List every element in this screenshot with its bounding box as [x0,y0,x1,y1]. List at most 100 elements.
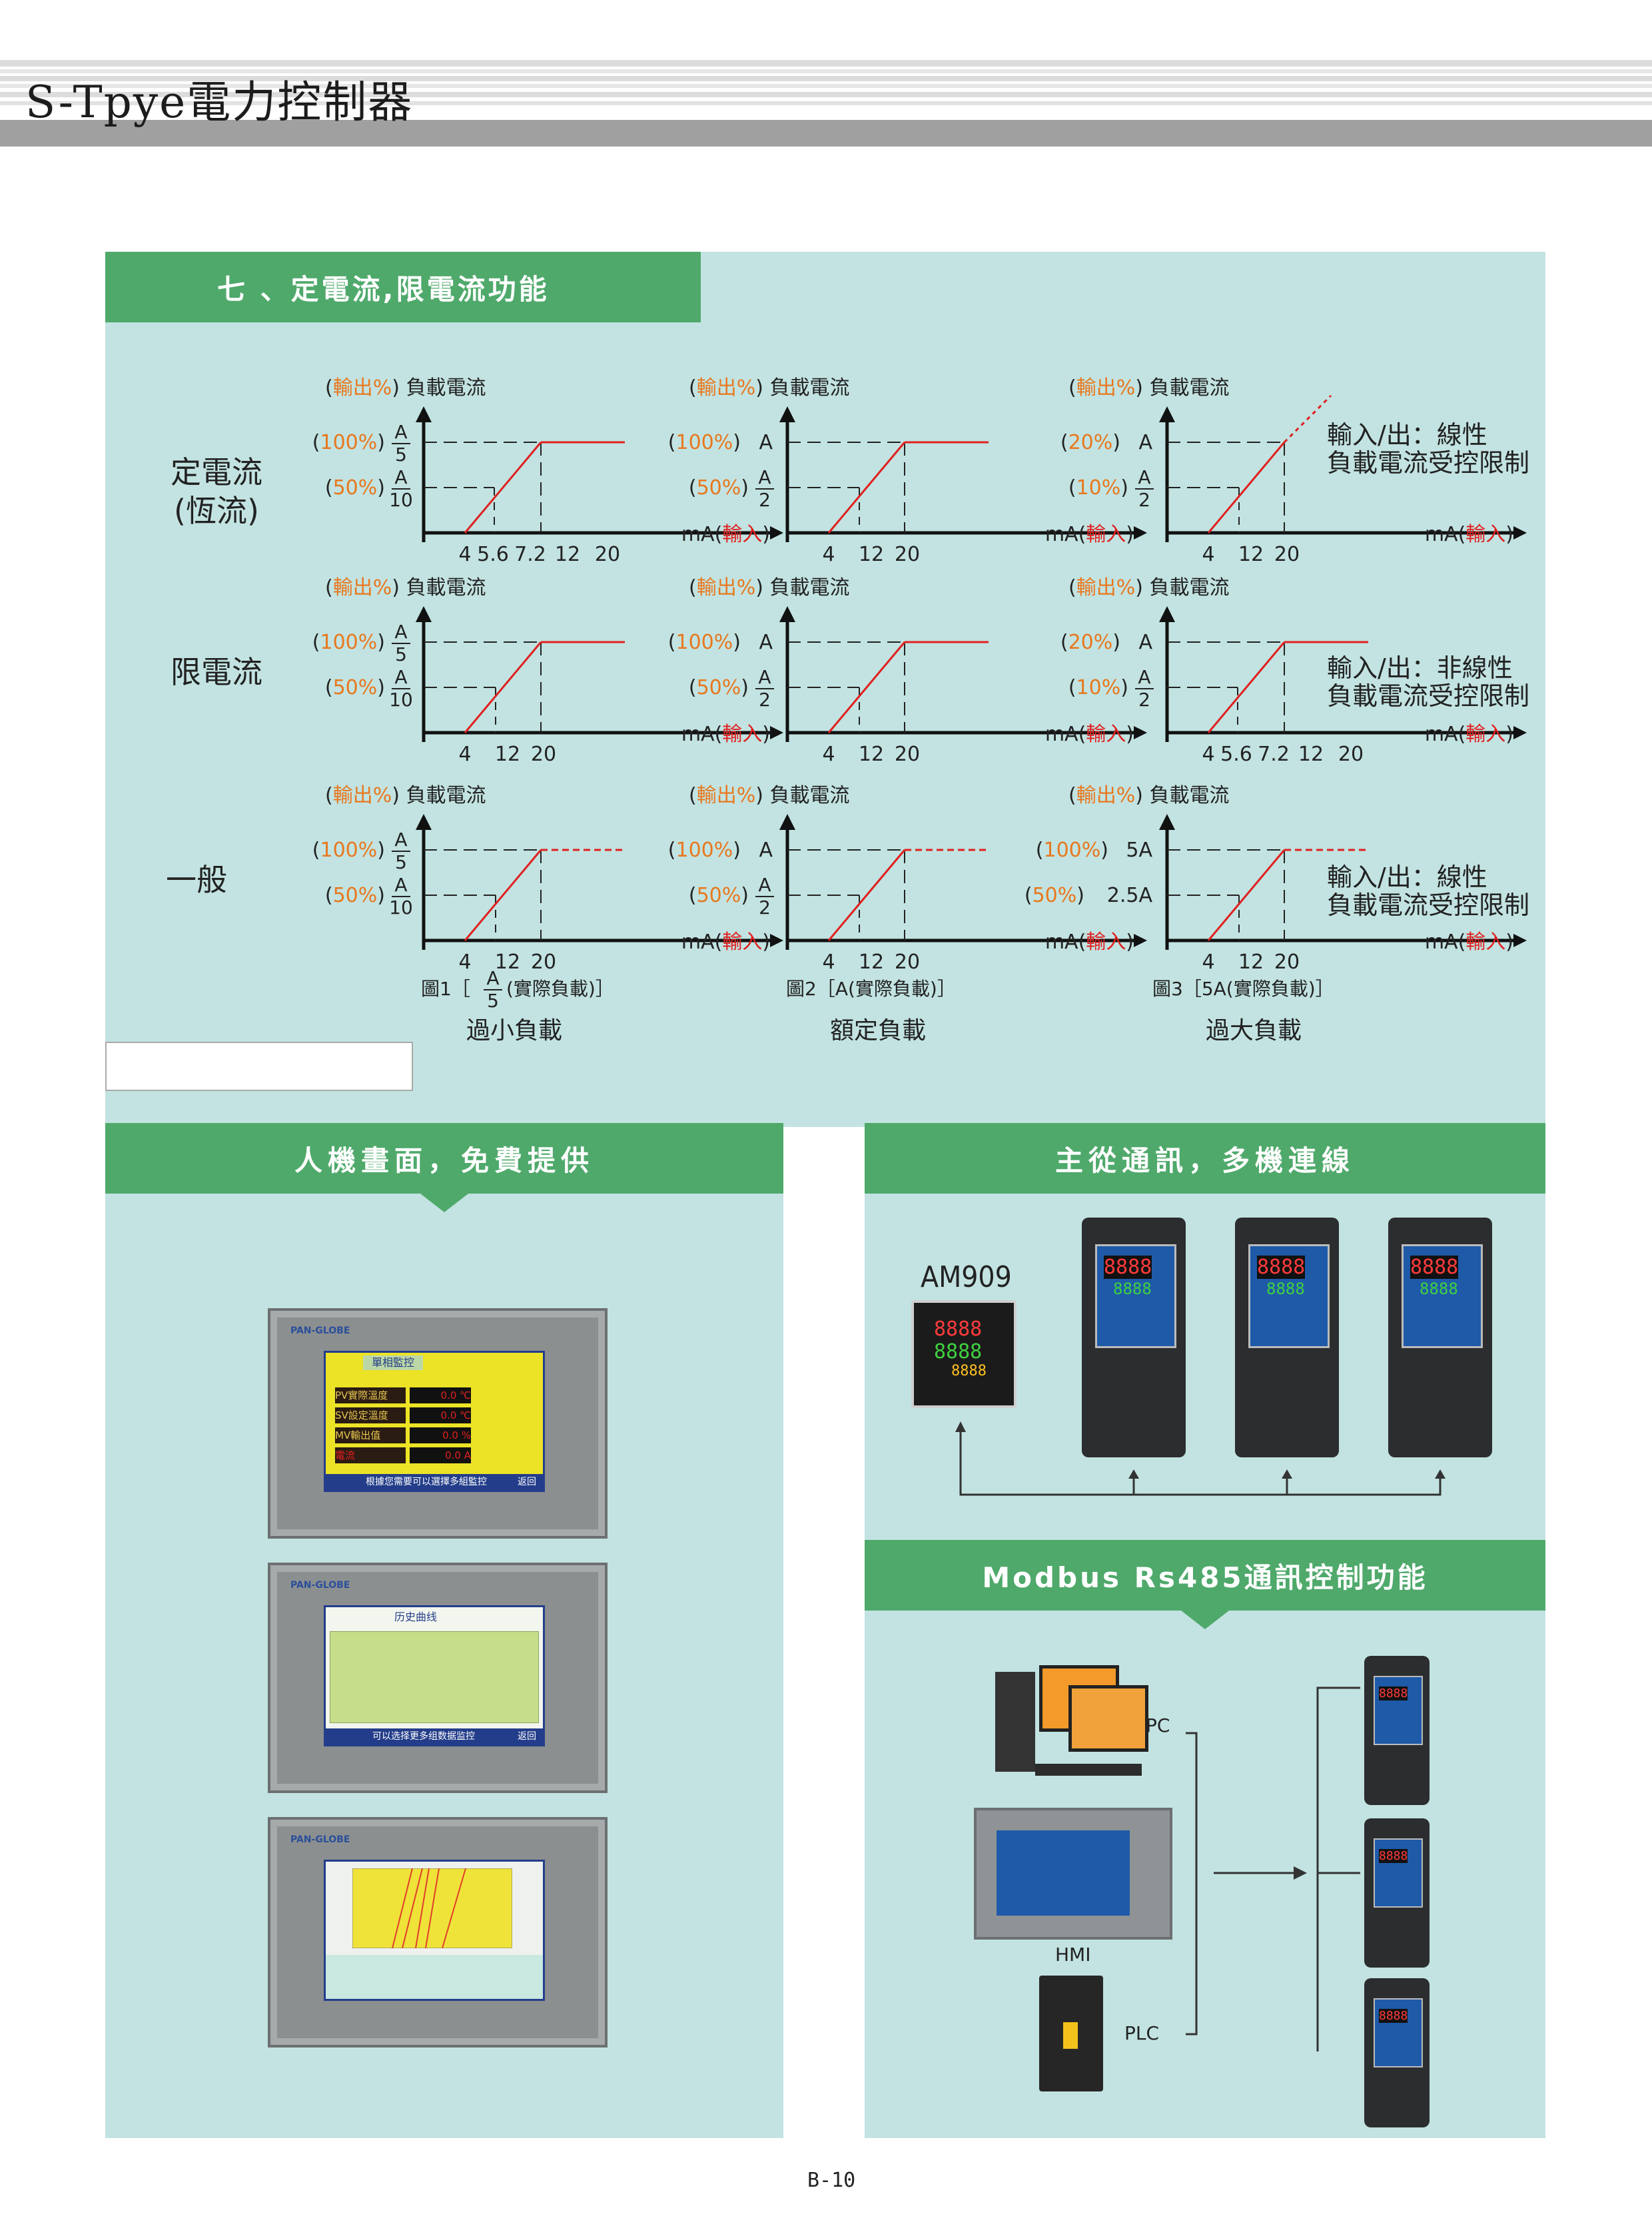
y-tick-label: (50%) [325,884,385,907]
power-controller-1: 8888 8888 [1082,1218,1186,1457]
x-tick-label: 12 [859,950,884,974]
hmi-title: 历史曲线 [394,1611,437,1623]
trend-chart [352,1868,512,1948]
caption-rated-load: 額定負載 [830,1017,927,1044]
brand-logo: PAN-GLOBE [290,1834,350,1845]
y-tick-fraction-den: 2 [1138,489,1150,511]
y-tick-fraction-num: A [758,874,771,896]
x-tick-label: 20 [895,543,920,566]
response-ramp [464,849,542,941]
y-tick-label: (50%) [689,676,749,699]
y-tick-value: A [759,431,773,454]
y-tick-label: (50%) [689,884,749,907]
plc-label-strip [1063,2022,1078,2049]
response-ramp [1207,641,1286,733]
hmi-row-label: 電流 [335,1447,406,1463]
pc-keyboard [1035,1764,1142,1776]
x-axis-arrow [1134,526,1147,540]
x-tick-label: 20 [531,743,556,766]
y-axis-title: (輸出%) 負載電流 [1068,784,1229,807]
hmi-back-button[interactable]: 返回 [518,1477,536,1487]
y-tick-label: (100%) [312,631,385,654]
x-tick-label: 20 [1274,950,1300,974]
y-tick-value: A [1138,631,1152,654]
y-tick-fraction-den: 10 [389,489,413,511]
y-axis-title: (輸出%) 負載電流 [689,784,849,807]
response-ramp [464,641,542,733]
plc-device [1039,1976,1103,2091]
y-axis-arrow [416,814,432,830]
y-tick-fraction-num: A [1138,666,1150,688]
row-label-constant: 定電流 (恆流) [160,453,273,530]
section-title-hmi: 人機畫面，免費提供 [105,1123,783,1212]
y-axis-arrow [416,406,432,422]
y-tick-label: (50%) [325,676,385,699]
x-tick-label: 12 [1298,743,1324,766]
row-label-line: 一般 [166,862,227,898]
hmi-row-value: 0.0 % [410,1427,471,1443]
y-tick-label: (50%) [689,476,749,500]
x-tick-label: 7.2 [1258,743,1290,766]
x-axis-unit: mA(輸入) [1425,931,1513,954]
hmi-device [974,1808,1172,1940]
seg-display: 8888 [1257,1256,1306,1279]
y-axis-arrow [1159,406,1175,422]
pc-computer [995,1665,1150,1780]
header-bar [0,120,1652,147]
note-line: 負載電流受控限制 [1327,681,1530,711]
pc-tower [995,1672,1035,1772]
y-tick-fraction-num: A [394,666,407,688]
controller-panel: 8888 8888 [1095,1244,1176,1348]
x-tick-label: 12 [555,543,580,566]
y-axis-arrow [779,814,795,830]
note-line: 輸入/出：線性 [1327,420,1487,450]
x-tick-label: 4 [458,543,471,566]
section-title-text: 主從通訊，多機連線 [1054,1144,1355,1177]
y-tick-label: (100%) [312,839,385,862]
graph-note-row3: 輸入/出：線性 負載電流受控限制 [1327,863,1529,919]
y-tick-label: (10%) [1068,476,1128,500]
row-label-line: 限電流 [171,654,262,690]
y-tick-fraction-num: A [394,874,407,896]
controller-panel: 8888 [1374,1838,1423,1908]
blank-box [105,1042,413,1091]
y-tick-label: (10%) [1068,676,1128,699]
graph-note-row2: 輸入/出：非線性 負載電流受控限制 [1327,654,1529,710]
seg-display: 8888 [1420,1280,1458,1298]
controller-panel: 8888 8888 [1248,1244,1330,1348]
hmi-row-label: PV實際溫度 [335,1387,406,1403]
seg-display-pv: 8888 [934,1317,983,1341]
controller-panel: 8888 [1374,1676,1423,1745]
x-axis-arrow [770,726,783,739]
section-title-text: 七 、定電流,限電流功能 [217,272,550,306]
y-tick-label: (100%) [668,839,741,862]
hmi-footer-text: 可以选择更多组数据监控 [372,1731,475,1742]
page-title: S-Tpye電力控制器 [25,77,414,128]
y-axis-arrow [1159,814,1175,830]
row-label-line: (恆流) [174,493,259,529]
x-tick-label: 5.6 [477,543,509,566]
figure-fraction-num: A [486,967,499,989]
y-axis-arrow [1159,606,1175,622]
hmi-back-button[interactable]: 返回 [518,1731,536,1742]
y-axis-title: (輸出%) 負載電流 [689,576,849,599]
y-tick-value: A [759,631,773,654]
y-axis-title: (輸出%) 負載電流 [1068,576,1229,599]
figure-fraction-den: 5 [487,990,499,1012]
y-tick-fraction-num: A [758,666,771,688]
x-axis-arrow [1134,934,1147,947]
power-controller-3: 8888 8888 [1388,1218,1492,1457]
header-stripe [0,76,1652,81]
x-axis-arrow [1513,526,1527,540]
hmi-row-value: 0.0 A [410,1447,471,1463]
controller-panel: 8888 8888 [1402,1244,1483,1348]
y-axis-title: (輸出%) 負載電流 [325,576,486,599]
y-tick-fraction-num: A [758,466,771,488]
power-controller-2: 8888 8888 [1235,1218,1339,1457]
hmi-row-value: 0.0 ℃ [410,1387,471,1403]
y-tick-label: (100%) [668,631,741,654]
header-stripe [0,84,1652,88]
y-tick-fraction-den: 2 [759,897,771,919]
x-axis-arrow [1513,726,1527,739]
